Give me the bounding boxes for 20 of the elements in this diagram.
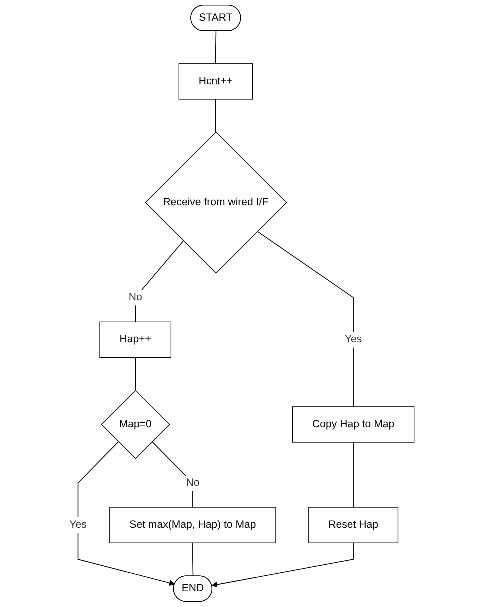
node-diamond: Map=0 [101, 390, 170, 460]
edge-label: Yes [344, 334, 362, 346]
node-box: Set max(Map, Hap) to Map [110, 507, 276, 544]
arrow [212, 542, 354, 588]
connector [192, 542, 194, 577]
connector [216, 30, 217, 64]
connector [152, 442, 194, 508]
connector [135, 240, 184, 323]
arrow [78, 442, 176, 586]
edge-label: Yes [70, 519, 87, 531]
connector [135, 357, 136, 392]
node-box: Copy Hap to Map [292, 406, 415, 443]
edge-label: No [128, 292, 142, 304]
connector [257, 231, 354, 408]
edge-label: No [186, 477, 200, 488]
node-box: Hap++ [100, 322, 172, 358]
node-box: Reset Hap [308, 507, 399, 544]
node-box: Hcnt++ [178, 64, 253, 100]
connector [353, 442, 354, 508]
node-diamond: Receive from wired I/F [145, 132, 288, 274]
